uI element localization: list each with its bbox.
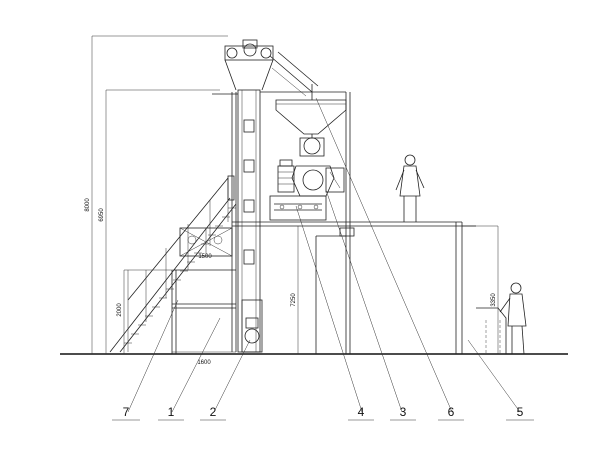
callout-5: 5 (517, 405, 524, 419)
callout-1: 1 (168, 405, 175, 419)
support-frame (171, 91, 463, 354)
bucket-elevator (224, 39, 319, 353)
dim-room-height: 3350 (491, 293, 497, 307)
enclosure (315, 225, 507, 354)
callout-7: 7 (123, 405, 130, 419)
dim-mid-height: 6950 (99, 208, 105, 222)
hopper-and-mixer (269, 84, 347, 221)
leader-lines (112, 97, 534, 421)
callout-4: 4 (358, 405, 365, 419)
worker-upper-figure (395, 154, 425, 222)
dim-stair-width: 1500 (198, 254, 212, 260)
dim-platform-height: 2000 (117, 303, 123, 317)
callout-2: 2 (210, 405, 217, 419)
worker-ground-figure (499, 282, 527, 355)
dim-base-width: 1600 (197, 360, 211, 366)
callout-6: 6 (448, 405, 455, 419)
staircase (109, 175, 237, 353)
callout-3: 3 (400, 405, 407, 419)
dim-machine-height: 7250 (291, 293, 297, 307)
dim-total-height: 8000 (85, 198, 91, 212)
